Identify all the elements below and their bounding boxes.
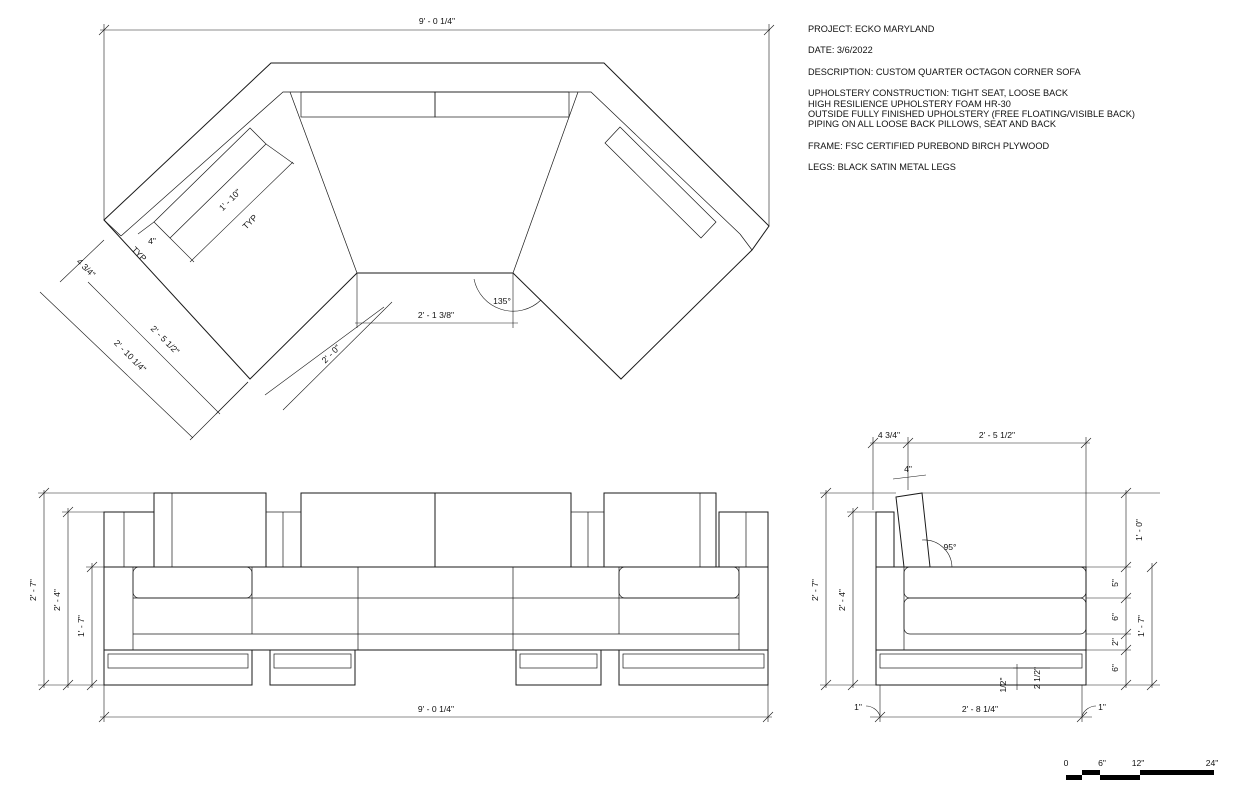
- plan-pillow-length: 1' - 10": [217, 187, 243, 213]
- front-overall-height: 2' - 7": [28, 579, 38, 601]
- plan-opening-depth: 2' - 0": [320, 343, 343, 366]
- scale-label-12: 12": [1132, 758, 1145, 768]
- side-arm-height: 2' - 4": [837, 589, 847, 611]
- side-overall-height: 2' - 7": [810, 579, 820, 601]
- side-leg-span: 2' - 8 1/4": [962, 704, 998, 714]
- note-description: DESCRIPTION: CUSTOM QUARTER OCTAGON CORN…: [808, 66, 1081, 77]
- side-base: 2": [1110, 638, 1120, 646]
- side-setback-left: 1": [854, 702, 862, 712]
- side-back-height: 1' - 0": [1134, 519, 1144, 541]
- plan-inner-back: [120, 91, 741, 237]
- note-upholstery-1: UPHOLSTERY CONSTRUCTION: TIGHT SEAT, LOO…: [808, 88, 1069, 99]
- side-seat-depth: 2' - 5 1/2": [979, 430, 1015, 440]
- plan-pillow-right: [604, 126, 717, 239]
- plan-view: 9' - 0 1/4" 1' - 10" TYP 4" TYP 4 3/4" 2…: [39, 16, 775, 441]
- side-back-cushion: [895, 492, 931, 568]
- plan-arm-right: [739, 233, 753, 251]
- scale-label-0: 0: [1064, 758, 1069, 768]
- note-frame: FRAME: FSC CERTIFIED PUREBOND BIRCH PLYW…: [808, 140, 1050, 151]
- side-cushion-top: 5": [1110, 579, 1120, 587]
- scale-label-6: 6": [1098, 758, 1106, 768]
- side-frame-2half: 2 1/2": [1032, 667, 1042, 689]
- front-seat-body: [103, 566, 769, 651]
- side-cushion: 6": [1110, 613, 1120, 621]
- front-pillow-center-left: [300, 492, 436, 568]
- scale-label-24: 24": [1206, 758, 1219, 768]
- plan-pillow-center-left: [300, 91, 436, 118]
- side-leg-height: 6": [1110, 664, 1120, 672]
- front-elevation: 2' - 7" 2' - 4" 1' - 7" 9' - 0 1/4": [28, 487, 774, 723]
- note-legs: LEGS: BLACK SATIN METAL LEGS: [808, 162, 956, 173]
- side-setback-right: 1": [1098, 702, 1106, 712]
- note-upholstery-4: PIPING ON ALL LOOSE BACK PILLOWS, SEAT A…: [808, 119, 1056, 130]
- plan-overall-width: 9' - 0 1/4": [419, 16, 455, 26]
- side-elevation: 4 3/4" 2' - 5 1/2" 4" 95° 2' - 7" 2' - 4…: [810, 430, 1160, 723]
- front-pillow-center-right: [434, 492, 572, 568]
- side-back-depth: 4 3/4": [878, 430, 900, 440]
- front-pillow-left: [153, 492, 267, 568]
- plan-pillow-depth: 4": [148, 236, 156, 246]
- side-frame-half: 1/2": [998, 678, 1008, 693]
- front-pillow-right: [603, 492, 717, 568]
- note-date: DATE: 3/6/2022: [808, 45, 873, 56]
- note-upholstery-2: HIGH RESILIENCE UPHOLSTERY FOAM HR-30: [808, 98, 1011, 109]
- plan-opening-width: 2' - 1 3/8": [418, 310, 454, 320]
- plan-arm-left: [103, 219, 122, 237]
- side-pillow-depth: 4": [904, 464, 912, 474]
- plan-pillow-typ: TYP: [240, 212, 259, 231]
- plan-back-depth: 4 3/4": [75, 257, 98, 280]
- plan-seat-depth: 2' - 5 1/2": [149, 324, 182, 357]
- front-arm-height: 2' - 4": [52, 589, 62, 611]
- plan-total-depth: 2' - 10 1/4": [112, 338, 148, 374]
- note-project: PROJECT: ECKO MARYLAND: [808, 24, 935, 34]
- front-seat-height: 1' - 7": [76, 615, 86, 637]
- side-seat-height: 1' - 7": [1136, 615, 1146, 637]
- plan-pillow-center-right: [434, 91, 570, 118]
- side-back-angle: 95°: [944, 542, 957, 552]
- plan-module-line-left: [289, 91, 358, 274]
- front-overall-width: 9' - 0 1/4": [418, 704, 454, 714]
- spec-notes: PROJECT: ECKO MARYLAND DATE: 3/6/2022 DE…: [808, 24, 1238, 173]
- plan-angle: 135°: [493, 296, 511, 306]
- note-upholstery-3: OUTSIDE FULLY FINISHED UPHOLSTERY (FREE …: [808, 109, 1135, 120]
- scale-bar: 0 6" 12" 24": [1064, 758, 1219, 780]
- plan-pillow-depth-typ: TYP: [130, 244, 149, 263]
- plan-module-line-right: [512, 91, 579, 274]
- plan-outline: [103, 62, 770, 380]
